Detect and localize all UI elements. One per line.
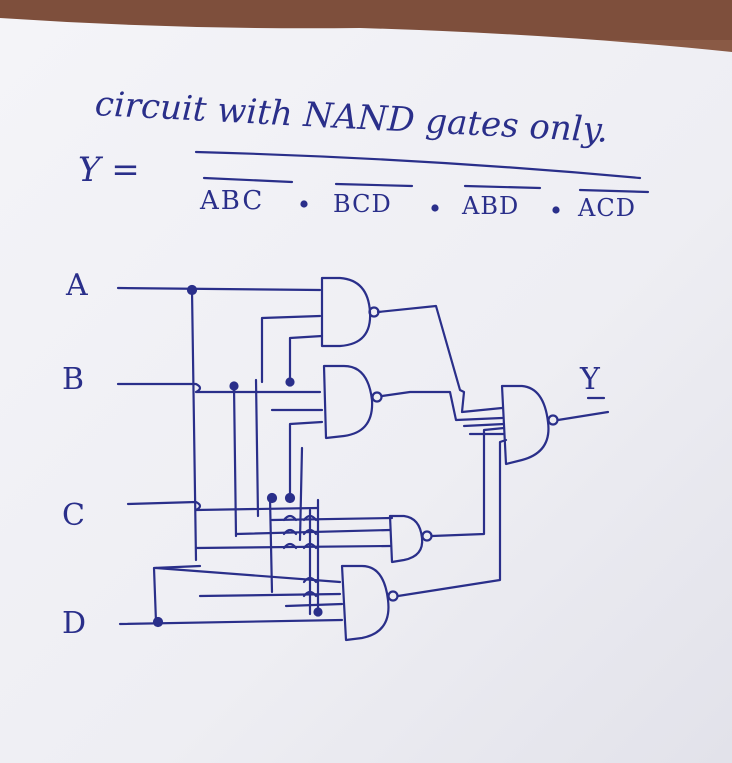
wire-b bbox=[116, 382, 322, 394]
wire-a bbox=[116, 286, 322, 292]
nand-gate-output bbox=[500, 384, 550, 466]
nand-gate-output-bubble bbox=[547, 414, 559, 426]
and-dot-3 bbox=[552, 206, 560, 214]
expression-lhs: Y = bbox=[78, 150, 140, 190]
term-4-overline bbox=[578, 188, 650, 194]
term-2: BCD bbox=[333, 190, 392, 218]
output-wire bbox=[556, 410, 610, 422]
nand-gate-4-bubble bbox=[387, 590, 399, 602]
overall-overline bbox=[194, 150, 642, 180]
nand-gate-2 bbox=[322, 364, 374, 440]
nand-gate-4 bbox=[340, 564, 390, 642]
term-1: ABC bbox=[200, 186, 265, 216]
and-dot-1 bbox=[300, 200, 308, 208]
output-label-y: Y bbox=[580, 362, 600, 397]
term-4: ACD bbox=[578, 194, 636, 222]
input-label-b: B bbox=[62, 362, 85, 397]
node-b bbox=[229, 381, 239, 391]
tap-a bbox=[190, 288, 198, 562]
and-dot-2 bbox=[431, 204, 439, 212]
nand-gate-2-bubble bbox=[371, 391, 383, 403]
tap-d bbox=[152, 564, 202, 624]
term-1-overline bbox=[202, 176, 294, 184]
node-d bbox=[152, 616, 164, 628]
term-3-overline bbox=[463, 184, 542, 190]
tap-b bbox=[232, 384, 238, 538]
nand-gate-1 bbox=[320, 276, 372, 348]
wire-c bbox=[126, 500, 320, 512]
nand-gate-3-bubble bbox=[421, 530, 433, 542]
input-label-a: A bbox=[66, 268, 88, 303]
term-2-overline bbox=[334, 182, 414, 188]
node-c bbox=[266, 492, 278, 504]
nand-gate-3 bbox=[388, 514, 424, 564]
input-label-d: D bbox=[62, 606, 87, 641]
term-3: ABD bbox=[462, 192, 520, 220]
node-a bbox=[186, 284, 198, 296]
input-label-c: C bbox=[62, 498, 85, 533]
